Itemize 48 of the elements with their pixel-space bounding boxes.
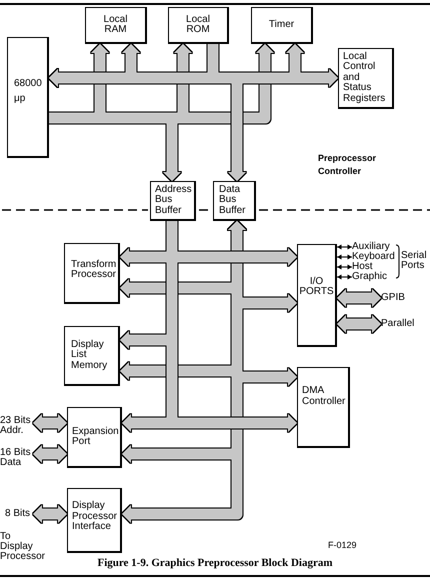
bus-arrow (337, 315, 381, 333)
signal-label: GPIB (381, 293, 405, 303)
block-box (297, 367, 350, 448)
bus-arrow (33, 505, 67, 523)
block-label: Transform Processor (71, 260, 118, 280)
signal-label: 16 Bits Data (0, 448, 33, 468)
signal-label: 23 Bits Addr. (0, 416, 33, 436)
block-label: Display Processor Interface (72, 501, 118, 533)
signal-label: 8 Bits (5, 509, 33, 519)
block-box (64, 243, 120, 304)
block-label: Local RAM (102, 14, 128, 36)
signal-label: Graphic (352, 272, 388, 282)
figure-caption: Figure 1-9. Graphics Preprocessor Block Diagram (97, 557, 333, 570)
block-label: I/O PORTS (298, 276, 335, 298)
block-box (85, 7, 147, 44)
block-box (7, 37, 49, 158)
block-label: Timer (268, 20, 294, 30)
block-box (297, 244, 337, 347)
block-box (168, 7, 229, 44)
bus-arrow (33, 445, 67, 463)
group-label: Serial Ports (401, 251, 428, 271)
block-box (213, 181, 256, 221)
signal-label: Host (352, 262, 373, 272)
block-label: 68000 μp (14, 77, 43, 106)
section-label: Preprocessor Controller (318, 152, 378, 178)
signal-arrow (336, 254, 352, 260)
block-label: Local ROM (185, 14, 211, 36)
block-box (338, 48, 394, 109)
block-label: Data Bus Buffer (219, 184, 246, 216)
bus-arrow (337, 289, 381, 307)
signal-arrow (336, 264, 352, 270)
block-box (64, 326, 120, 386)
block-label: DMA Controller (302, 386, 346, 407)
block-label: Expansion Port (72, 426, 120, 448)
signal-label: Auxiliary (352, 242, 390, 252)
destination-label: To Display Processor (0, 532, 46, 562)
block-box (67, 407, 122, 468)
signal-arrow (336, 274, 352, 280)
signal-arrow (336, 244, 352, 250)
bus-arrow (33, 414, 67, 432)
signal-label: Parallel (381, 319, 414, 329)
block-label: Local Control and Status Registers (343, 52, 386, 104)
block-label: Display List Memory (71, 340, 108, 372)
signal-label: Keyboard (352, 252, 395, 262)
block-label: Address Bus Buffer (155, 184, 193, 216)
block-box (67, 488, 122, 553)
figure-code: F-0129 (328, 540, 357, 550)
block-box (251, 7, 313, 44)
